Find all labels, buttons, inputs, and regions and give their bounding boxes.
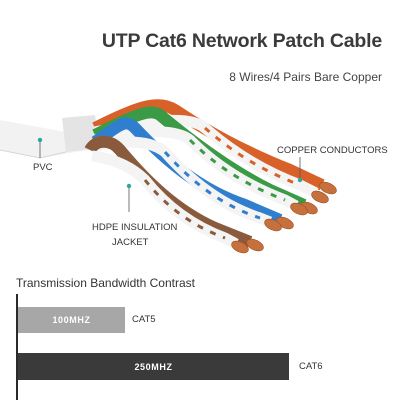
callout-hdpe-line2: JACKET [112, 237, 149, 248]
wire-pair-blue [91, 117, 283, 228]
page-subtitle: 8 Wires/4 Pairs Bare Copper [229, 70, 382, 84]
page-title: UTP Cat6 Network Patch Cable [101, 30, 382, 52]
bar-cat5-value: 100MHZ [52, 315, 91, 325]
callout-hdpe-line1: HDPE INSULATION [92, 222, 178, 233]
callout-copper-conductors: COPPER CONDUCTORS [277, 145, 388, 156]
copper-tips [231, 181, 337, 254]
cable-illustration [0, 95, 337, 254]
bandwidth-axis [16, 294, 18, 400]
bar-cat6-label: CAT6 [299, 361, 323, 372]
callout-dots [37, 137, 303, 189]
bar-cat6-value: 250MHZ [134, 361, 173, 372]
bar-cat5-label: CAT5 [132, 314, 156, 325]
wire-pair-brown [84, 135, 253, 249]
callout-lines [39, 142, 301, 212]
bandwidth-section-title: Transmission Bandwidth Contrast [16, 276, 195, 290]
callout-pvc: PVC [33, 162, 53, 173]
cable-jacket [0, 95, 100, 159]
bar-cat6: 250MHZ [18, 353, 289, 380]
bar-cat5: 100MHZ [18, 307, 125, 333]
